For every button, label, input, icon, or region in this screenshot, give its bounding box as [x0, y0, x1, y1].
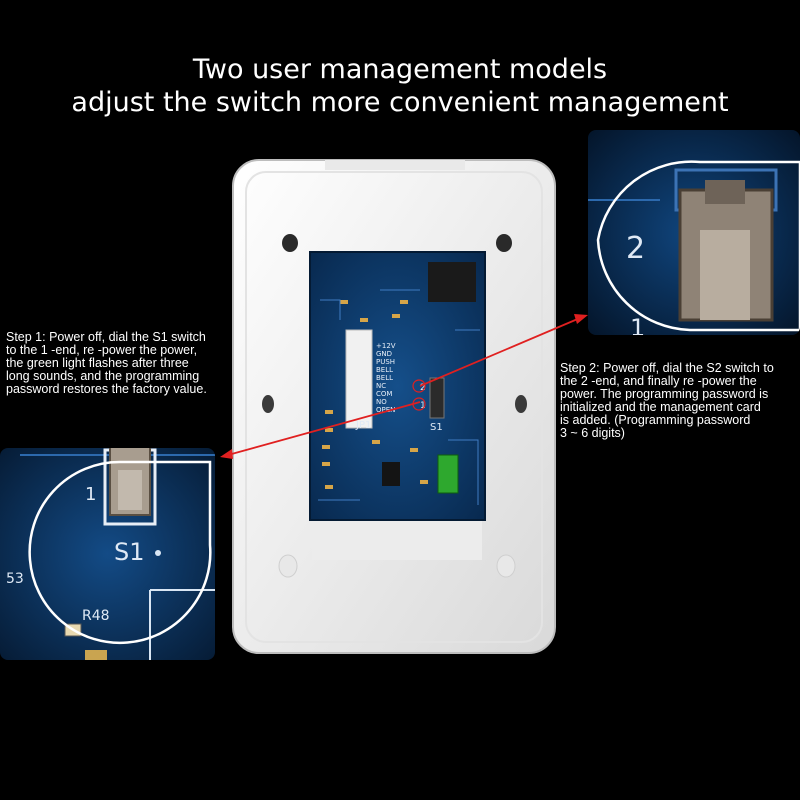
- arrow-head-left: [220, 449, 233, 459]
- headline-line-2: adjust the switch more convenient manage…: [71, 87, 729, 118]
- step-2-line: is added. (Programming password: [560, 413, 751, 427]
- jp1-connector: [345, 329, 373, 429]
- pointer-arrows: [220, 314, 588, 459]
- step-1-line: password restores the factory value.: [6, 382, 207, 396]
- screw-hole: [282, 234, 298, 252]
- svg-text:NC: NC: [376, 382, 386, 390]
- zoom-switch-label: S1: [114, 538, 145, 566]
- svg-text:PUSH: PUSH: [376, 358, 395, 366]
- svg-text:NO: NO: [376, 398, 387, 406]
- zoom-ref-53: 53: [6, 571, 24, 587]
- zoom-panel-s2: 2 1: [588, 130, 800, 342]
- svg-text:COM: COM: [376, 390, 392, 398]
- svg-text:OPEN: OPEN: [376, 406, 395, 414]
- zoom-switch-mark-2: 2: [626, 231, 645, 266]
- microcontroller-chip: [428, 262, 476, 302]
- step-1-instructions: Step 1: Power off, dial the S1 switch to…: [6, 331, 246, 396]
- green-led-block: [437, 454, 459, 494]
- step-2-line: Step 2: Power off, dial the S2 switch to: [560, 361, 774, 375]
- svg-text:BELL: BELL: [376, 366, 393, 374]
- step-2-line: power. The programming password is: [560, 387, 769, 401]
- step-2-line: 3 ~ 6 digits): [560, 426, 625, 440]
- step-2-line: the 2 -end, and finally re -power the: [560, 374, 757, 388]
- step-1-line: Step 1: Power off, dial the S1 switch: [6, 330, 206, 344]
- arrow-head-right: [574, 314, 588, 324]
- zoom-panel-s1: 1 S1 53 R48: [0, 448, 215, 660]
- step-2-instructions: Step 2: Power off, dial the S2 switch to…: [560, 362, 800, 440]
- step-1-line: the green light flashes after three: [6, 356, 189, 370]
- step-1-line: to the 1 -end, re -power the power,: [6, 343, 198, 357]
- step-1-line: long sounds, and the programming: [6, 369, 200, 383]
- switch-mark-2: 2: [420, 383, 426, 393]
- s1-label: S1: [430, 422, 443, 433]
- pin-labels: +12V GND PUSH BELL BELL NC COM NO OPEN: [376, 342, 396, 414]
- zoom-ref-r48: R48: [82, 608, 110, 624]
- screw-hole: [496, 234, 512, 252]
- svg-text:+12V: +12V: [376, 342, 396, 350]
- screw-hole: [515, 395, 527, 413]
- step-2-line: initialized and the management card: [560, 400, 761, 414]
- circuit-board: JP1 S1 2 1 +12V GND PUSH BELL BELL NC CO…: [309, 251, 486, 521]
- small-ic: [382, 462, 400, 486]
- svg-text:BELL: BELL: [376, 374, 393, 382]
- switch-mark-1: 1: [420, 401, 426, 411]
- s1-dip-switch: [429, 377, 445, 419]
- screw-hole: [262, 395, 274, 413]
- headline-line-1: Two user management models: [192, 54, 608, 85]
- zoom-switch-mark: 1: [85, 484, 96, 505]
- svg-text:GND: GND: [376, 350, 392, 358]
- jp1-label: JP1: [355, 420, 371, 431]
- zoom-switch-mark-1: 1: [630, 314, 645, 342]
